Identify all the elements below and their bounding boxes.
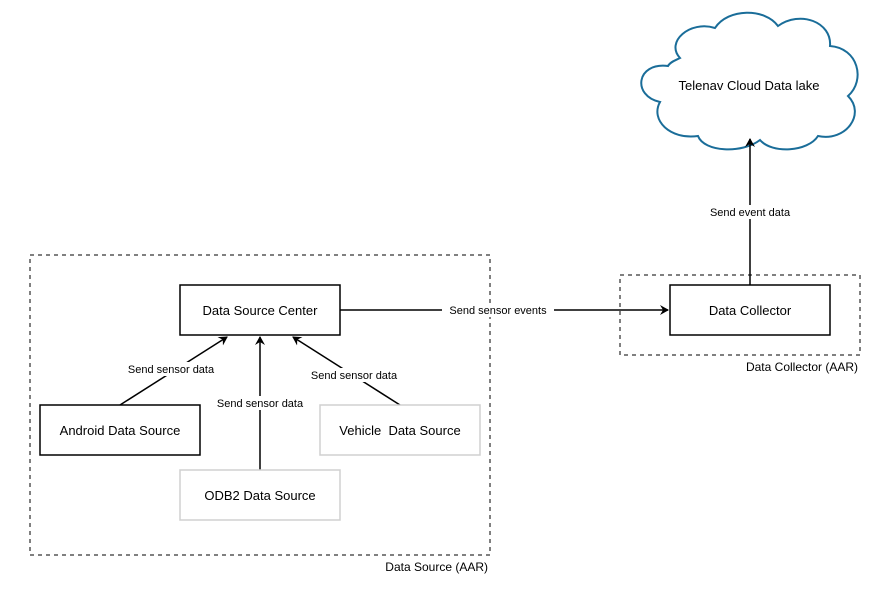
edge-label-vehicle-to-center: Send sensor data	[311, 370, 398, 382]
vehicle-data-source-label: Vehicle Data Source	[339, 423, 460, 438]
data-source-center-label: Data Source Center	[203, 303, 319, 318]
data-collector-label: Data Collector	[709, 303, 792, 318]
data-source-group: Data Source (AAR)	[29, 254, 491, 574]
data-source-center-node[interactable]: Data Source Center	[179, 284, 341, 336]
vehicle-data-source-node[interactable]: Vehicle Data Source	[319, 404, 481, 456]
odb2-data-source-label: ODB2 Data Source	[204, 488, 315, 503]
edge-label-send-event-data: Send event data	[710, 207, 791, 219]
cloud-label: Telenav Cloud Data lake	[679, 78, 820, 93]
edge-android-to-center: Send sensor data	[119, 336, 228, 406]
data-source-group-label: Data Source (AAR)	[385, 560, 488, 574]
edge-label-send-sensor-events: Send sensor events	[449, 305, 547, 317]
data-collector-group: Data Collector (AAR)	[619, 274, 861, 374]
android-data-source-node[interactable]: Android Data Source	[39, 404, 201, 456]
android-data-source-label: Android Data Source	[60, 423, 181, 438]
data-collector-group-label: Data Collector (AAR)	[746, 360, 858, 374]
edge-label-odb2-to-center: Send sensor data	[217, 398, 304, 410]
data-collector-node[interactable]: Data Collector	[669, 284, 831, 336]
edge-vehicle-to-center: Send sensor data	[292, 336, 403, 406]
edge-odb2-to-center: Send sensor data	[211, 336, 309, 470]
cloud-icon	[640, 11, 859, 151]
edge-label-android-to-center: Send sensor data	[128, 364, 215, 376]
edge-send-sensor-events: Send sensor events	[340, 303, 669, 317]
cloud-data-lake-node[interactable]: Telenav Cloud Data lake	[640, 11, 859, 151]
edge-send-event-data: Send event data	[702, 138, 798, 285]
odb2-data-source-node[interactable]: ODB2 Data Source	[179, 469, 341, 521]
